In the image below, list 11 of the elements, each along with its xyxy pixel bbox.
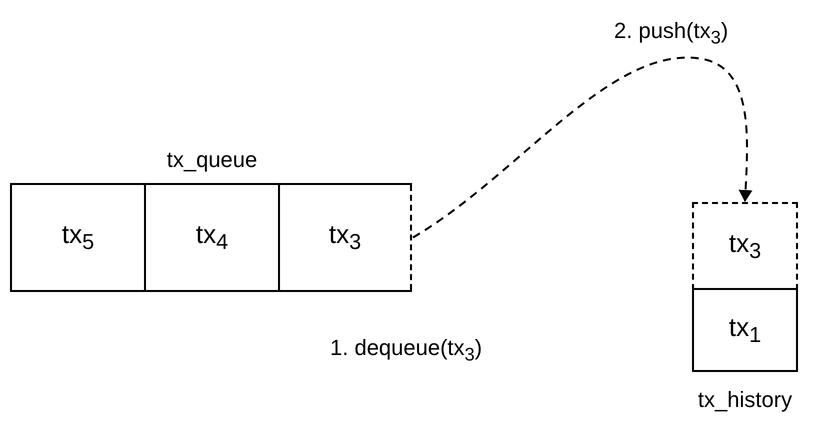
slot-label: tx$_{5}$ <box>62 219 94 256</box>
arrow <box>412 57 753 238</box>
slot-label: tx$_{1}$ <box>728 312 762 348</box>
queue-slot <box>278 185 412 290</box>
stack-slot <box>692 202 798 290</box>
slot-label: tx$_{3}$ <box>328 219 362 256</box>
slot-label: tx$_{4}$ <box>196 219 228 256</box>
queue-label: tx_queue <box>166 147 258 173</box>
slot-label: tx$_{3}$ <box>728 228 762 264</box>
stack-label: tx_history <box>696 387 794 413</box>
stack-slot <box>692 288 798 372</box>
